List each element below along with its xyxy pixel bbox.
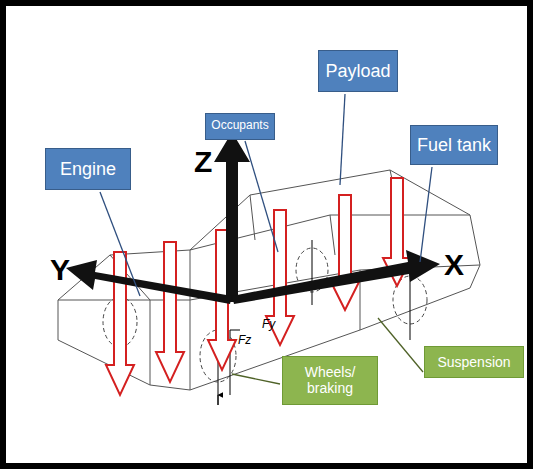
- axis-label: Z: [194, 147, 212, 177]
- label-box: Suspension: [424, 346, 524, 378]
- label-text: Wheels/ braking: [295, 364, 365, 396]
- label-box: Payload: [318, 50, 398, 92]
- force-label: Fy: [262, 318, 275, 330]
- leader-line: [100, 94, 432, 384]
- label-box: Engine: [45, 148, 131, 190]
- axis-label: Y: [50, 255, 70, 285]
- force-label: Fz: [238, 334, 251, 346]
- label-box: Occupants: [205, 113, 274, 140]
- label-text: Occupants: [211, 119, 268, 133]
- label-text: Payload: [325, 61, 390, 82]
- label-text: Engine: [60, 159, 116, 180]
- axis-label: X: [444, 250, 464, 280]
- label-box: Fuel tank: [410, 125, 498, 165]
- label-text: Suspension: [437, 354, 510, 370]
- label-text: Fuel tank: [417, 135, 491, 156]
- picture-ground: [6, 6, 527, 463]
- wheel-force-line: [120, 240, 410, 405]
- label-box: Wheels/ braking: [282, 356, 378, 405]
